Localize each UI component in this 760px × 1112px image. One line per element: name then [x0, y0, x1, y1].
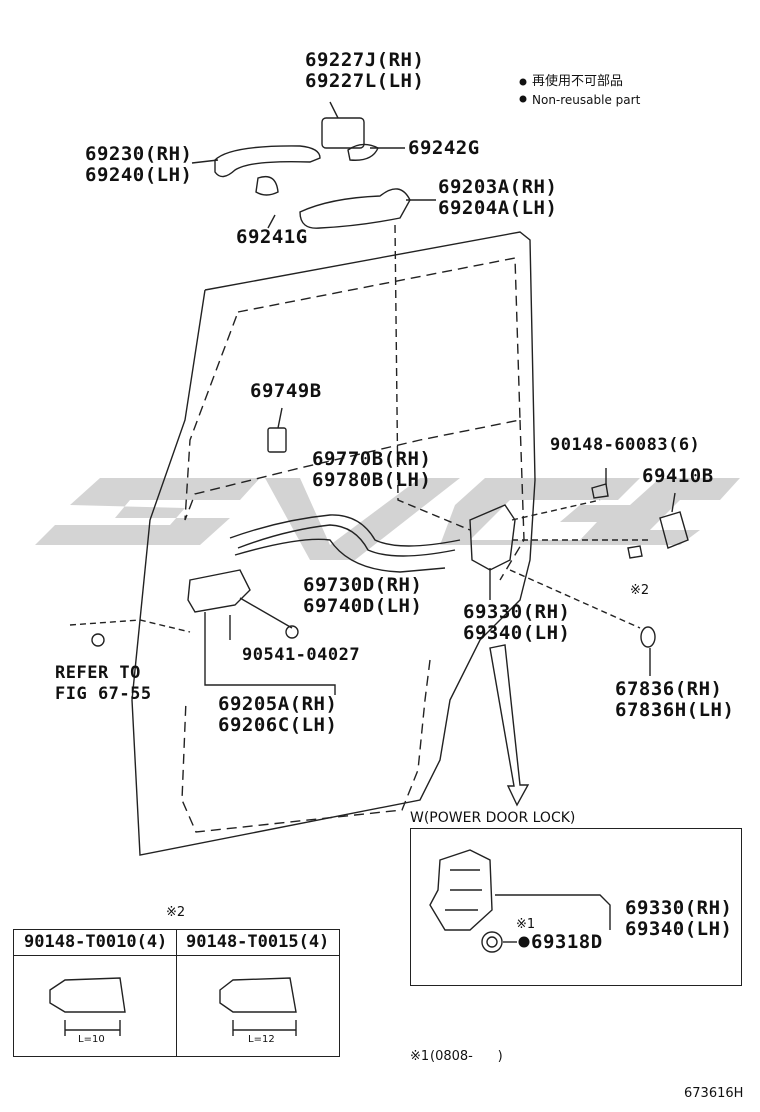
part-69205a: 69205A(RH)	[218, 693, 338, 715]
legend-jp: 再使用不可部品	[532, 74, 624, 89]
length-12: L=12	[248, 1034, 275, 1045]
inside-handle	[187, 569, 251, 613]
part-69318d: 69318D	[531, 931, 603, 953]
legend-en: Non-reusable part	[532, 93, 641, 107]
mark-2-label: ※2	[630, 583, 650, 598]
screw-12	[219, 977, 297, 1013]
part-69203a: 69203A(RH)	[438, 176, 558, 198]
inset-part-69330: 69330(RH)	[625, 897, 733, 919]
inset-part-69340: 69340(LH)	[625, 918, 733, 940]
part-69204a: 69204A(LH)	[438, 197, 558, 219]
part-69740d: 69740D(LH)	[303, 595, 423, 617]
table-col-1: 90148-T0010(4)	[24, 932, 168, 952]
diagram-id: 673616H	[684, 1086, 744, 1101]
door-lock	[469, 504, 516, 571]
part-69242g: 69242G	[408, 137, 480, 159]
part-69206c: 69206C(LH)	[218, 714, 338, 736]
part-69749b: 69749B	[250, 380, 322, 402]
lock-cable-upper	[229, 514, 461, 547]
footnote-text: (0808- )	[430, 1049, 503, 1064]
length-10: L=10	[78, 1034, 105, 1045]
refer-to-label: REFER TO	[55, 663, 141, 683]
handle-cover	[321, 117, 365, 149]
inset-mark-1: ※1	[516, 917, 536, 932]
inset-title: W(POWER DOOR LOCK)	[410, 810, 576, 826]
part-67836h: 67836H(LH)	[615, 699, 735, 721]
power-door-lock-inset	[410, 828, 742, 986]
handle-frame	[299, 188, 411, 229]
outside-handle	[214, 145, 321, 178]
part-69330: 69330(RH)	[463, 601, 571, 623]
inset-lock	[429, 849, 493, 931]
refer-fig-label: FIG 67-55	[55, 684, 152, 704]
footnote-mark: ※1	[410, 1049, 430, 1064]
door-outline	[131, 231, 536, 856]
table-col-2: 90148-T0015(4)	[186, 932, 330, 952]
part-67836: 67836(RH)	[615, 678, 723, 700]
striker	[659, 511, 689, 549]
part-69340: 69340(LH)	[463, 622, 571, 644]
table-mark-2: ※2	[166, 905, 186, 920]
part-69227j: 69227J(RH)	[305, 49, 425, 71]
part-69730d: 69730D(RH)	[303, 574, 423, 596]
part-69780b: 69780B(LH)	[312, 469, 432, 491]
part-69240: 69240(LH)	[85, 164, 193, 186]
screw-10	[49, 977, 126, 1013]
part-69241g: 69241G	[236, 226, 308, 248]
part-90148-60083: 90148-60083(6)	[550, 435, 701, 455]
inset-arrow	[489, 644, 530, 807]
part-69230: 69230(RH)	[85, 143, 193, 165]
part-69770b: 69770B(RH)	[312, 448, 432, 470]
part-69227l: 69227L(LH)	[305, 70, 425, 92]
part-90541-04027: 90541-04027	[242, 645, 361, 665]
part-69410b: 69410B	[642, 465, 714, 487]
lock-cable-lower	[234, 538, 446, 573]
window-frame	[184, 257, 521, 521]
